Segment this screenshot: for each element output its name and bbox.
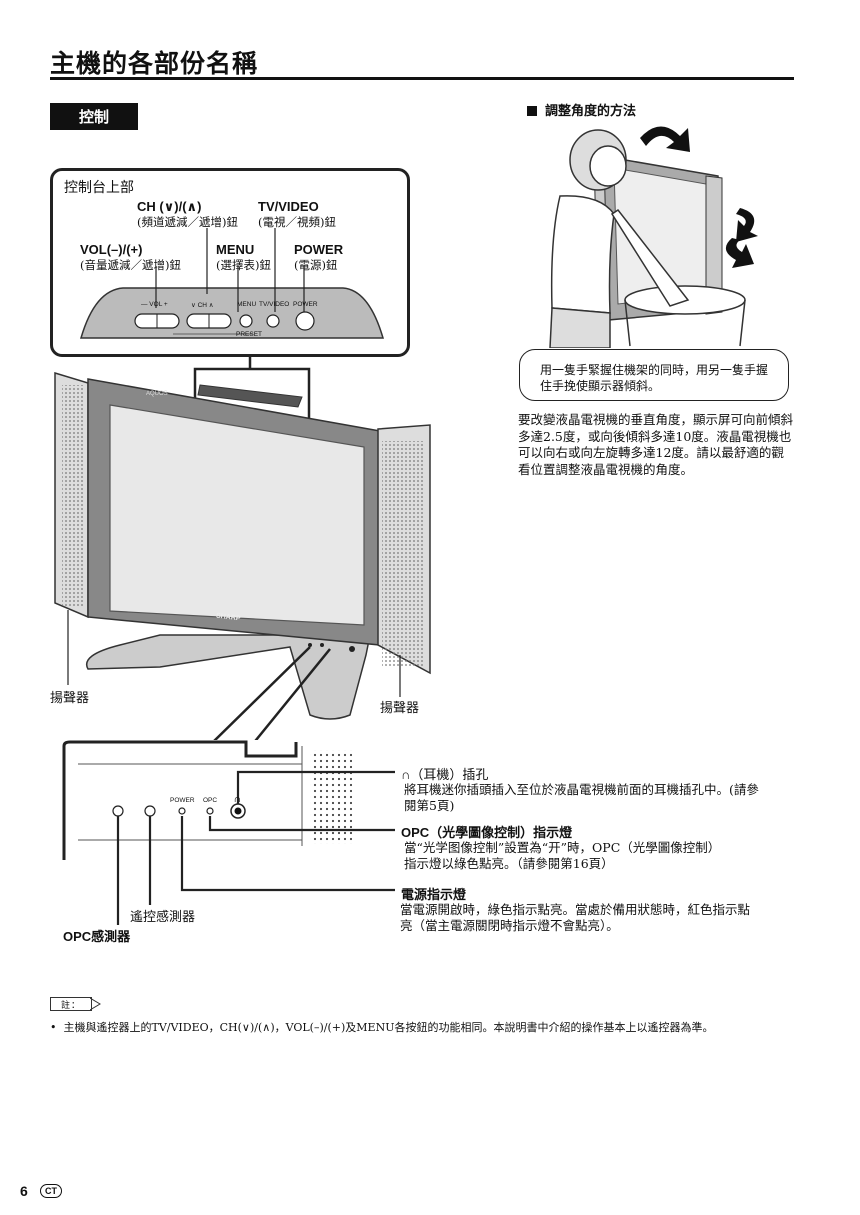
ch-button-desc: (頻道遞減／遞增)鈕 <box>137 215 238 229</box>
tilted-tv <box>593 153 723 323</box>
headphone-jack-desc: 將耳機迷你插頭插入至位於液晶電視機前面的耳機插孔中。(請參閱第5頁) <box>404 782 759 813</box>
power-button-desc: (電源)鈕 <box>294 258 338 272</box>
title-rule <box>50 77 794 80</box>
square-bullet-icon <box>527 106 537 116</box>
headphone-jack-title: ∩（耳機）插孔 <box>401 767 489 782</box>
front-power-label: POWER <box>170 797 195 804</box>
bullet-icon: • <box>50 1021 64 1034</box>
strip-vol-label: — VOL + <box>141 301 168 308</box>
control-strip <box>79 228 385 339</box>
speaker-right-label: 揚聲器 <box>380 700 420 715</box>
opc-indicator-desc-2: 指示燈以綠色點亮。（請參閱第16頁） <box>404 856 614 871</box>
menu-button-desc: (選擇表)鈕 <box>216 258 271 272</box>
speaker-left-label: 揚聲器 <box>50 690 90 705</box>
front-headphone-icon: ∩ <box>234 795 241 804</box>
front-panel-zoom <box>62 740 402 925</box>
rotate-arrows-icon <box>640 126 758 268</box>
opc-sensor-label: OPC感測器 <box>63 929 131 944</box>
strip-menu-label: MENU <box>237 301 257 308</box>
tvvideo-button-desc: (電視／視頻)鈕 <box>258 215 336 229</box>
strip-ch-label: ∨ CH ∧ <box>191 302 214 309</box>
power-button-label: POWER <box>294 242 344 257</box>
angle-heading: 調整角度的方法 <box>527 100 636 119</box>
vol-button-label: VOL(–)/(+) <box>80 242 143 257</box>
person-figure <box>549 129 690 348</box>
opc-indicator-title: OPC（光學圖像控制）指示燈 <box>401 825 573 840</box>
headphone-icon: ∩ <box>401 767 411 782</box>
control-panel-title: 控制台上部 <box>64 179 134 195</box>
note-arrow-icon <box>90 997 101 1011</box>
section-tab-controls: 控制 <box>50 103 138 130</box>
power-indicator-title: 電源指示燈 <box>401 887 467 902</box>
opc-indicator-desc-1: 當“光学图像控制”設置為“开”時，OPC（光學圖像控制） <box>404 840 721 855</box>
power-indicator-desc-2: 亮（當主電源關閉時指示燈不會點亮）。 <box>400 918 619 933</box>
angle-illustration <box>549 126 758 348</box>
tv-brand-label: AQUOS <box>146 391 168 397</box>
remote-sensor-label: 遙控感測器 <box>130 909 196 924</box>
angle-description: 要改變液晶電視機的垂直角度，顯示屏可向前傾斜多達2.5度，或向後傾斜多達10度。… <box>518 412 794 477</box>
tv-front-illustration <box>54 355 431 740</box>
strip-tvvideo-label: TV/VIDEO <box>259 301 290 308</box>
tilt-instruction-callout: 用一隻手緊握住機架的同時，用另一隻手握住手挽使顯示器傾斜。 <box>519 349 789 401</box>
tvvideo-button-label: TV/VIDEO <box>258 199 319 214</box>
control-panel-box <box>50 168 410 357</box>
menu-button-label: MENU <box>216 242 255 257</box>
angle-heading-text: 調整角度的方法 <box>545 103 637 118</box>
ch-button-label: CH (∨)/(∧) <box>137 199 202 214</box>
strip-preset-label: PRESET <box>236 331 263 338</box>
page-number: 6 <box>20 1183 28 1199</box>
note-text: • 主機與遙控器上的TV/VIDEO，CH(∨)/(∧)，VOL(–)/(+)及… <box>50 1021 714 1034</box>
language-badge: CT <box>40 1184 62 1198</box>
note-tag: 註： <box>50 997 92 1011</box>
power-indicator-desc-1: 當電源開啟時，綠色指示點亮。當處於備用狀態時，紅色指示點 <box>400 902 751 917</box>
page-title: 主機的各部份名稱 <box>50 49 259 78</box>
front-opc-label: OPC <box>203 797 218 804</box>
strip-power-label: POWER <box>293 301 318 308</box>
